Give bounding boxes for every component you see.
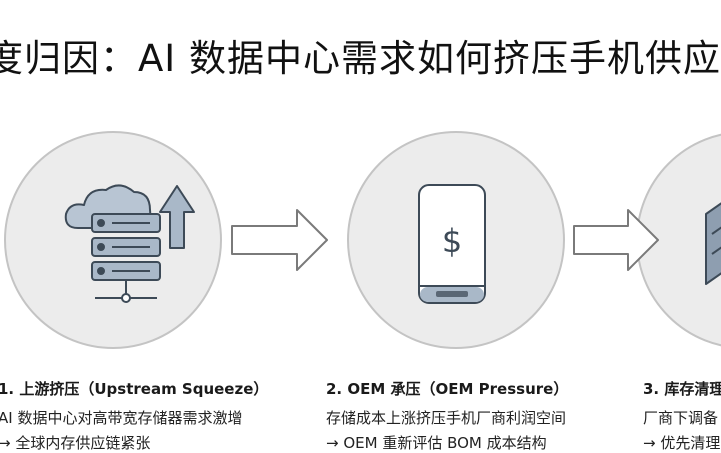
stage-2-heading: 2. OEM 承压（OEM Pressure）: [326, 380, 569, 398]
stage-1-line-2: → 全球内存供应链紧张: [0, 434, 151, 452]
stage-2-line-1: 存储成本上涨挤压手机厂商利润空间: [326, 409, 567, 427]
flow-arrow-1: [231, 209, 328, 271]
diagram-title: 度归因：AI 数据中心需求如何挤压手机供应: [0, 37, 721, 80]
stage-2-line-2: → OEM 重新评估 BOM 成本结构: [326, 434, 547, 452]
inventory-box-icon: [705, 202, 721, 285]
stage-3-line-2: → 优先清理: [643, 434, 721, 451]
stage-1-heading: 1. 上游挤压（Upstream Squeeze）: [0, 380, 269, 398]
smartphone-dollar-icon: $: [418, 184, 486, 304]
stage-1-line-1: AI 数据中心对高带宽存储器需求激增: [0, 409, 243, 427]
stage-3-heading: 3. 库存清理: [643, 380, 721, 398]
flow-arrow-2: [573, 209, 659, 271]
server-cloud-upload-icon: [64, 184, 195, 303]
stage-3-line-1: 厂商下调备: [643, 409, 719, 427]
svg-text:$: $: [442, 222, 462, 260]
